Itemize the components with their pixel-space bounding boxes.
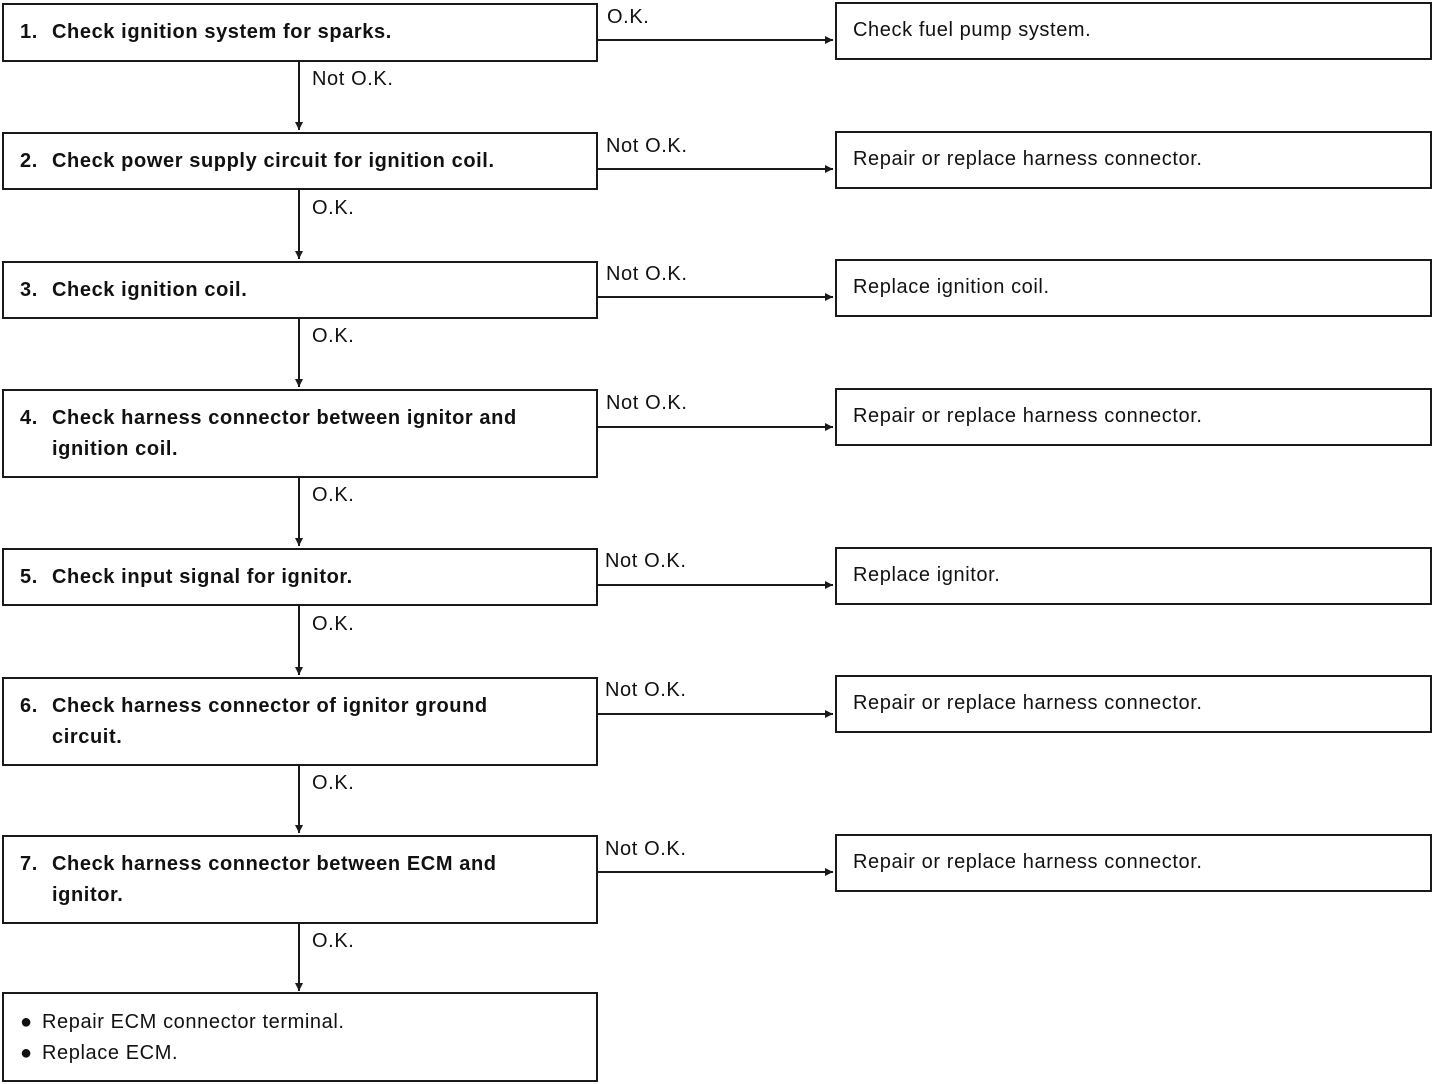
step-number: 4. [20, 407, 38, 429]
final-item-text: Replace ECM. [42, 1042, 179, 1064]
branch-label-not-ok: Not O.K. [605, 679, 687, 701]
step-text-continued: ignition coil. [52, 438, 179, 460]
step-number: 2. [20, 150, 38, 172]
step-text-continued: ignitor. [52, 884, 124, 906]
result-text: Repair or replace harness connector. [853, 148, 1203, 170]
branch-label-not-ok: Not O.K. [606, 392, 688, 414]
step-number: 5. [20, 566, 38, 588]
result-box-3: Replace ignition coil. [835, 259, 1432, 317]
branch-label-ok: O.K. [312, 484, 355, 506]
result-text: Replace ignitor. [853, 564, 1001, 586]
branch-label-ok: O.K. [312, 197, 355, 219]
result-text: Repair or replace harness connector. [853, 851, 1203, 873]
step-box-2: 2. Check power supply circuit for ignitio… [2, 132, 598, 190]
final-item-1: ● Repair ECM connector terminal. [20, 1007, 586, 1038]
result-box-7: Repair or replace harness connector. [835, 834, 1432, 892]
result-box-4: Repair or replace harness connector. [835, 388, 1432, 446]
bullet-icon: ● [20, 1042, 33, 1064]
result-box-5: Replace ignitor. [835, 547, 1432, 605]
step-text: Check ignition coil. [52, 279, 248, 301]
result-text: Replace ignition coil. [853, 276, 1050, 298]
step-text: Check input signal for ignitor. [52, 566, 353, 588]
result-text: Repair or replace harness connector. [853, 692, 1203, 714]
result-text: Repair or replace harness connector. [853, 405, 1203, 427]
step-box-4: 4. Check harness connector between ignito… [2, 389, 598, 478]
bullet-icon: ● [20, 1011, 33, 1033]
step-text: Check ignition system for sparks. [52, 21, 392, 43]
step-box-5: 5. Check input signal for ignitor. [2, 548, 598, 606]
branch-label-not-ok: Not O.K. [605, 838, 687, 860]
final-item-2: ● Replace ECM. [20, 1038, 586, 1069]
result-box-2: Repair or replace harness connector. [835, 131, 1432, 189]
step-text-continued: circuit. [52, 726, 123, 748]
branch-label-not-ok: Not O.K. [605, 550, 687, 572]
branch-label-ok: O.K. [312, 325, 355, 347]
step-number: 3. [20, 279, 38, 301]
final-action-box: ● Repair ECM connector terminal. ● Replace… [2, 992, 598, 1082]
branch-label-not-ok: Not O.K. [312, 68, 394, 90]
branch-label-ok: O.K. [312, 772, 355, 794]
result-box-6: Repair or replace harness connector. [835, 675, 1432, 733]
step-number: 1. [20, 21, 38, 43]
result-text: Check fuel pump system. [853, 19, 1092, 41]
result-box-1: Check fuel pump system. [835, 2, 1432, 60]
branch-label-ok: O.K. [312, 930, 355, 952]
branch-label-not-ok: Not O.K. [606, 135, 688, 157]
step-box-3: 3. Check ignition coil. [2, 261, 598, 319]
step-text: Check harness connector of ignitor groun… [52, 695, 488, 717]
branch-label-ok: O.K. [607, 6, 650, 28]
step-text: Check harness connector between ignitor … [52, 407, 517, 429]
step-box-6: 6. Check harness connector of ignitor gro… [2, 677, 598, 766]
branch-label-ok: O.K. [312, 613, 355, 635]
step-box-1: 1. Check ignition system for sparks. [2, 3, 598, 62]
step-box-7: 7. Check harness connector between ECM an… [2, 835, 598, 924]
final-item-text: Repair ECM connector terminal. [42, 1011, 345, 1033]
step-text: Check harness connector between ECM and [52, 853, 497, 875]
step-number: 7. [20, 853, 38, 875]
step-number: 6. [20, 695, 38, 717]
step-text: Check power supply circuit for ignition … [52, 150, 495, 172]
branch-label-not-ok: Not O.K. [606, 263, 688, 285]
